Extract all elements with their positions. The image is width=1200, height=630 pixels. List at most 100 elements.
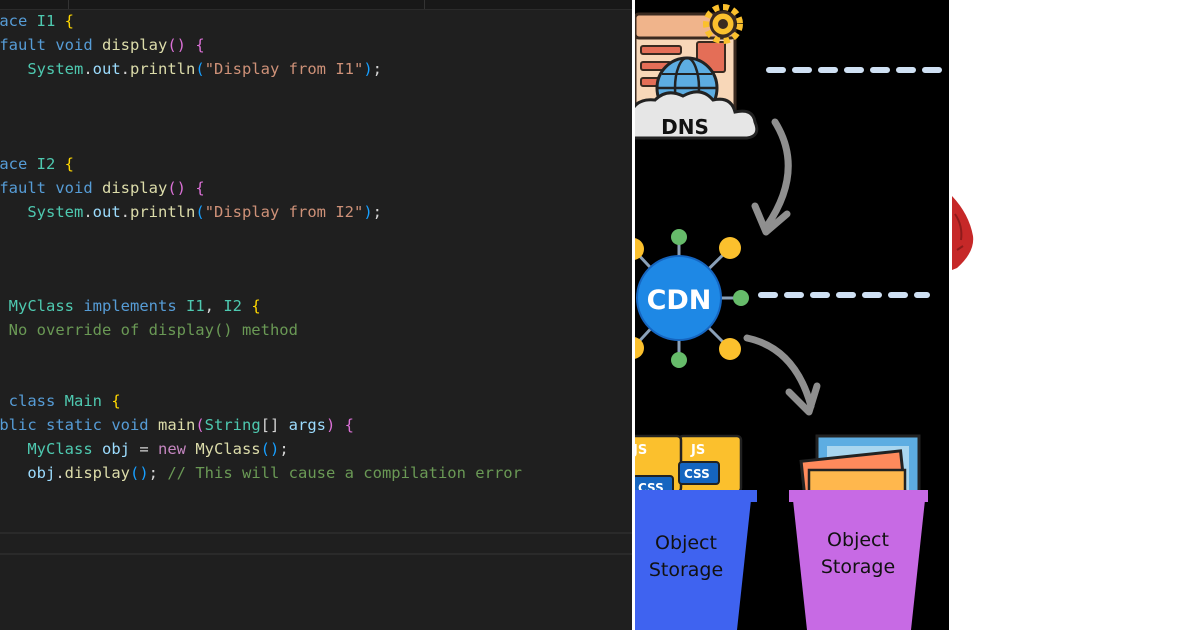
code-token: new [157,440,196,458]
code-token: { [64,155,75,173]
code-token: ublic static void [0,416,158,434]
code-token: System [27,203,84,221]
code-token: println [130,203,196,221]
code-token: () [130,464,149,482]
code-line: MyClass implements I1, I2 { [0,294,261,318]
code-token: obj [27,464,56,482]
code-token: . [120,60,131,78]
code-token: I2 [223,297,252,315]
code-token [0,297,9,315]
code-line: obj.display(); // This will cause a comp… [0,461,522,485]
code-token: "Display from I2" [204,203,364,221]
code-token: ( [195,203,205,221]
code-token: ; [372,60,383,78]
code-token [186,36,195,54]
code-token: { [111,392,121,410]
code-token: main [157,416,196,434]
code-token: display [64,464,130,482]
cdn-hub-icon [635,229,749,368]
code-token: . [120,203,131,221]
dns-label: DNS [661,115,709,139]
code-token: . [83,60,93,78]
code-token: String [204,416,261,434]
code-token: I1 [185,297,205,315]
code-token: / No override of display() method [0,321,298,339]
js-badge-partial: JS [635,443,647,458]
code-token: ; [148,464,168,482]
code-token [186,179,195,197]
code-token: ( [195,416,205,434]
editor-tab-bar [0,0,632,10]
object-storage-bucket-right [789,490,928,630]
code-token: = [139,440,158,458]
code-line: ublic static void main(String[] args) { [0,413,354,437]
right-white-panel [949,0,1200,630]
code-token [0,440,27,458]
code-token: implements [83,297,186,315]
code-token [335,416,344,434]
code-token: display [101,179,168,197]
code-token: ) [363,60,373,78]
code-token: ; [372,203,383,221]
bucket-left-label-line1: Object [655,532,717,554]
bucket-left-label-line2: Storage [649,559,723,581]
code-token [0,464,27,482]
code-token: MyClass [8,297,84,315]
code-token: () [260,440,280,458]
code-line: c class Main { [0,389,121,413]
arrow-cdn-to-storage [743,334,821,416]
cloud-icon [635,90,759,140]
code-token: MyClass [195,440,261,458]
code-token: obj [101,440,140,458]
panel-divider [0,553,632,555]
code-token: display [101,36,168,54]
cdn-label: CDN [647,285,712,316]
code-token: () [167,36,186,54]
code-token: Main [64,392,112,410]
tab-separator [68,0,69,9]
code-token: ) [325,416,336,434]
code-line: / No override of display() method [0,318,298,342]
code-token: MyClass [27,440,102,458]
tab-separator [424,0,425,9]
image-gap [632,0,635,630]
code-token: { [195,179,205,197]
code-token: System [27,60,84,78]
code-token: I2 [36,155,65,173]
code-token: face [0,155,28,173]
css-badge: CSS [684,467,710,481]
code-token: () [167,179,186,197]
js-badge: JS [690,443,705,458]
code-line: efault void display() { [0,176,205,200]
panel-divider [0,532,632,534]
code-token: { [64,12,75,30]
code-token: I1 [36,12,65,30]
code-token: . [83,203,93,221]
code-token: efault void [0,179,102,197]
code-line: efault void display() { [0,33,205,57]
code-token: ; [279,440,289,458]
gear-icon [703,4,743,44]
code-token: args [288,416,326,434]
code-token: ( [195,60,205,78]
code-token: out [92,60,121,78]
code-token: [] [260,416,289,434]
code-token: { [195,36,205,54]
code-token: ) [363,203,373,221]
code-line: System.out.println("Display from I2"); [0,200,382,224]
code-line: MyClass obj = new MyClass(); [0,437,289,461]
code-token [0,203,27,221]
code-token: c class [8,392,56,410]
code-token: { [251,297,261,315]
arrow-dns-to-cdn [751,118,792,236]
code-token: , [204,297,224,315]
code-token: // This will cause a compilation error [167,464,522,482]
bucket-right-label-line2: Storage [821,556,895,578]
code-line: face I2 { [0,152,74,176]
object-storage-bucket-left [635,490,757,630]
cdn-architecture-diagram: DNS C [635,0,949,630]
code-editor[interactable]: face I1 {efault void display() { System.… [0,0,632,630]
code-token [0,60,27,78]
diagram-canvas: DNS C [635,4,942,630]
red-blot-fragment [952,196,974,270]
